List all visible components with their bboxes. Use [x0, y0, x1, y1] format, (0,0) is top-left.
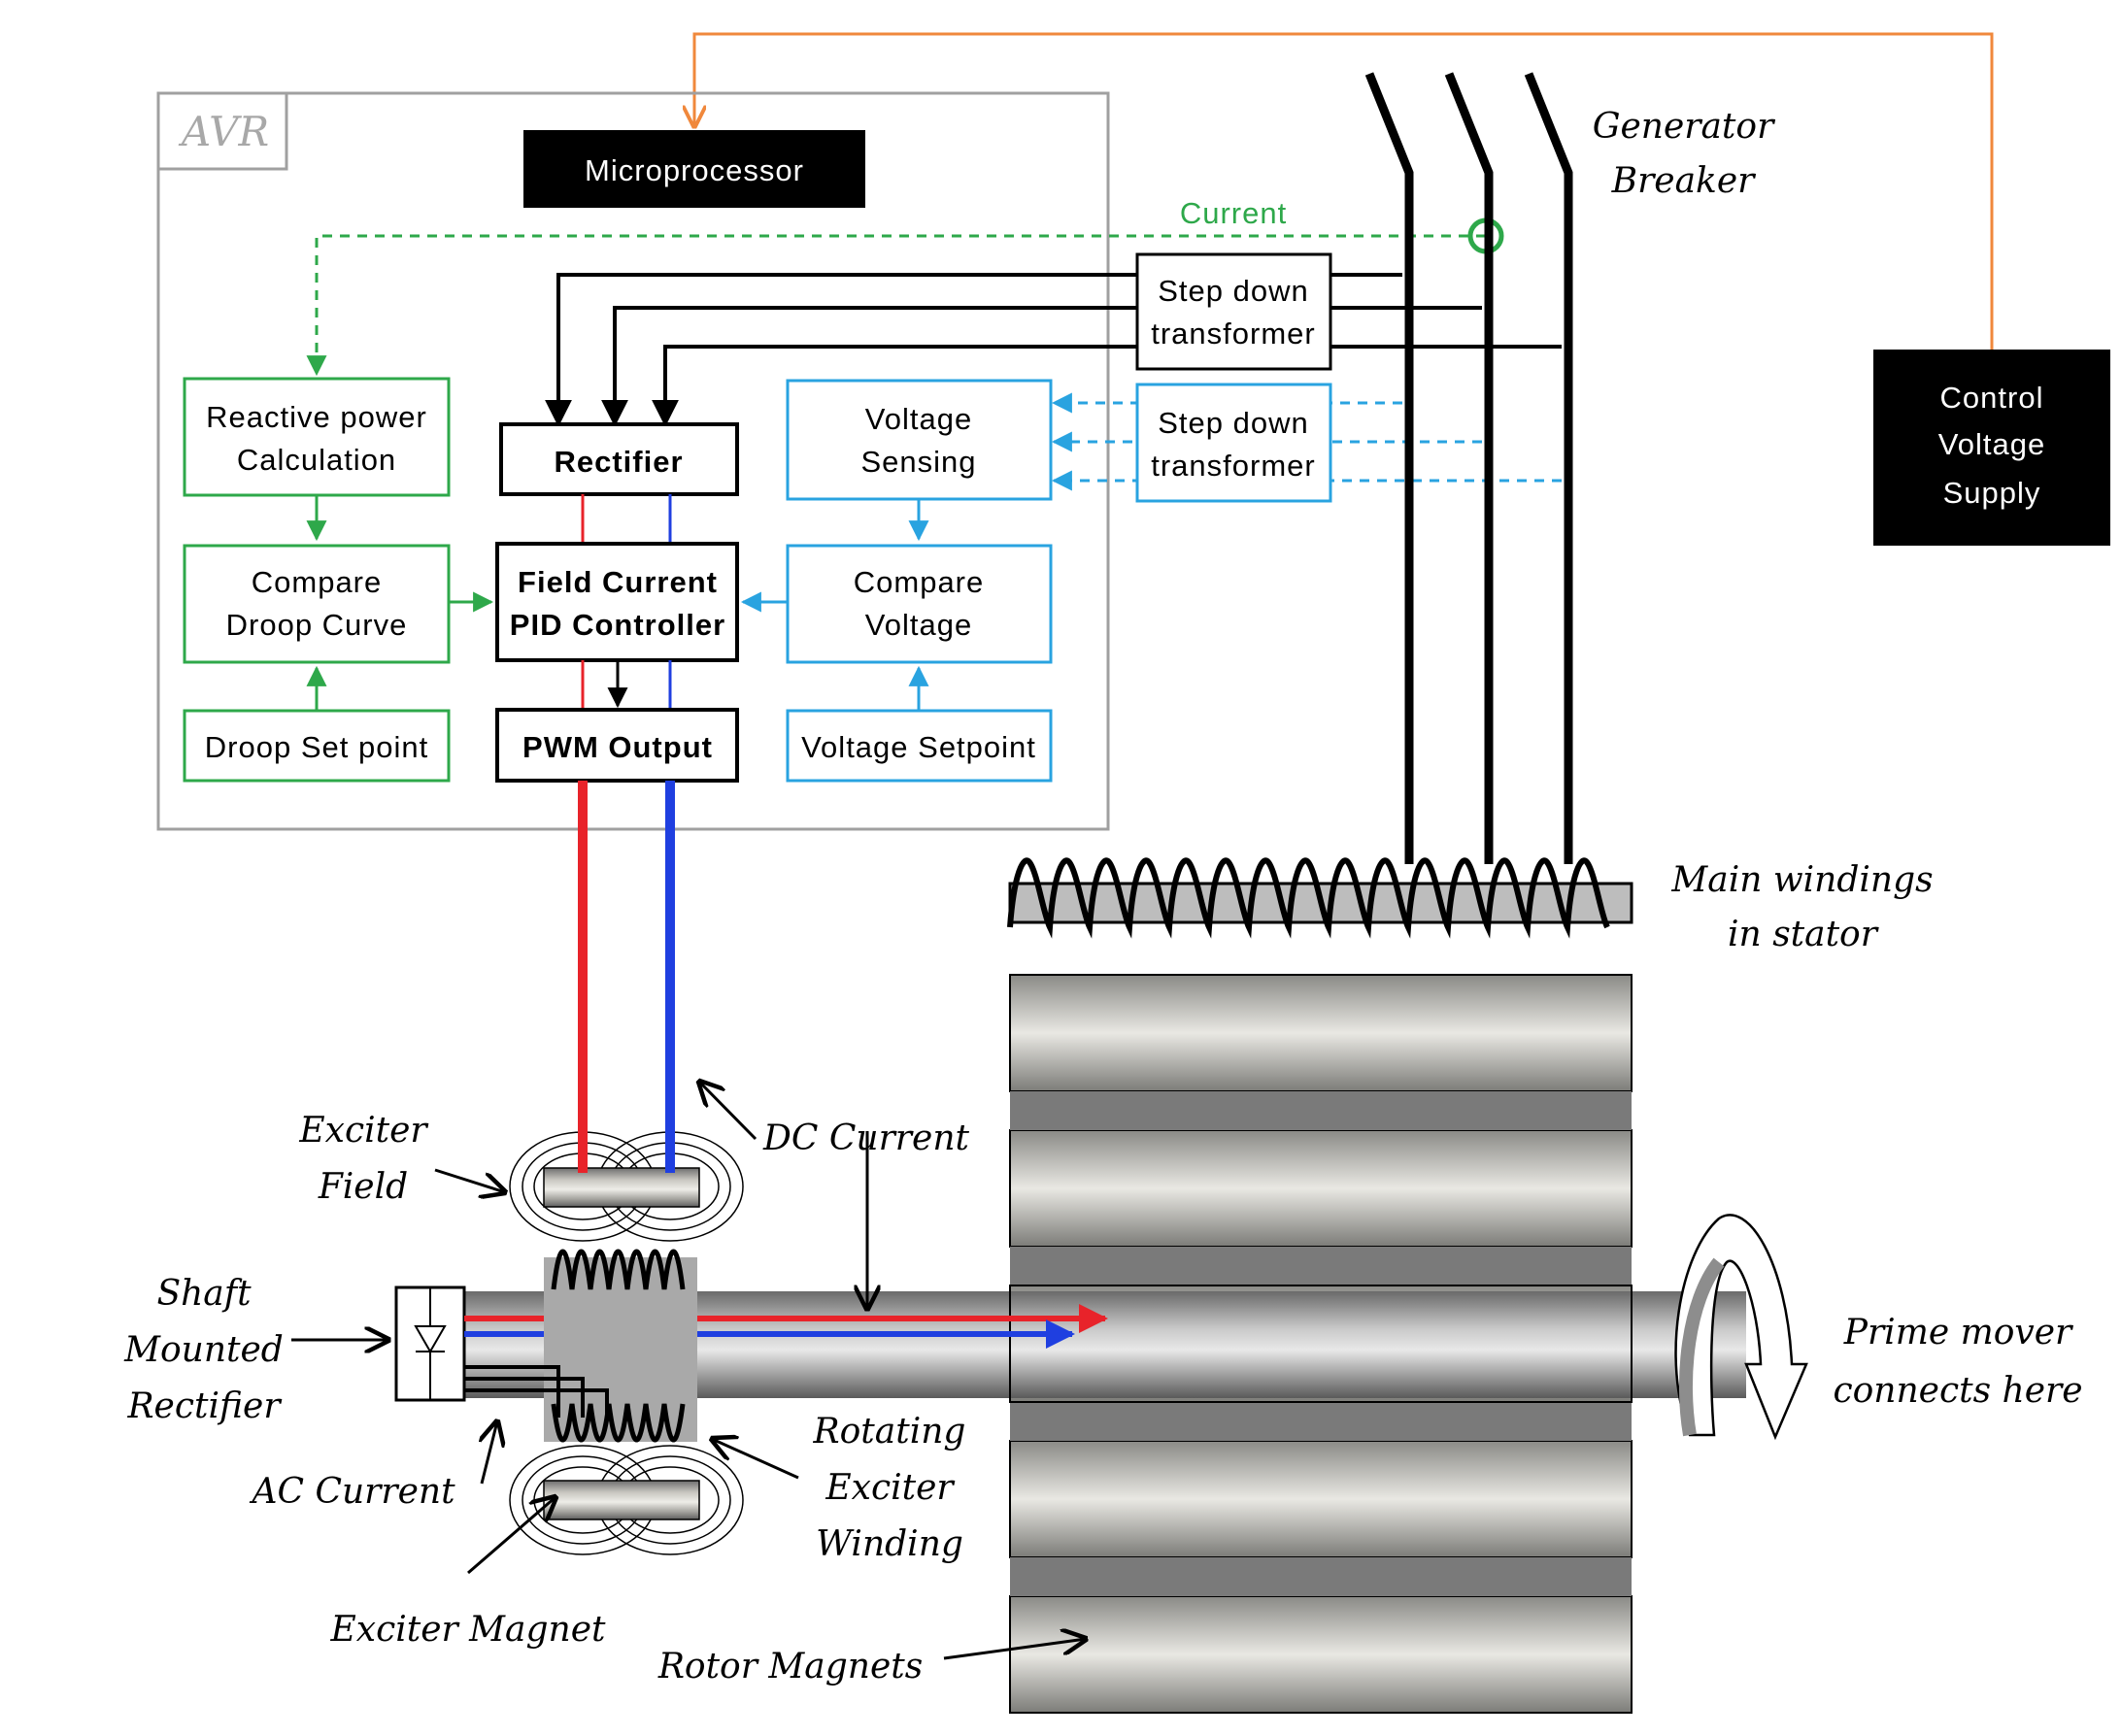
svg-text:Mounted: Mounted [123, 1330, 284, 1370]
step-down-transformer-bottom: Step down transformer [1135, 383, 1332, 503]
droop-setpoint-block[interactable]: Droop Set point [183, 709, 451, 783]
rotating-exciter-winding [544, 1249, 697, 1443]
annotation-arrows [291, 1082, 1086, 1660]
rectifier-label: Rectifier [554, 445, 683, 479]
pid-line2: PID Controller [510, 608, 725, 642]
shaft-rectifier-label: Shaft Mounted Rectifier [123, 1274, 284, 1426]
cvs-line2: Voltage [1938, 427, 2045, 461]
transformer-top-line2: transformer [1151, 317, 1315, 351]
compare-droop-line1: Compare [252, 565, 383, 599]
transformer-bottom-line1: Step down [1158, 406, 1309, 440]
exciter-magnet-label: Exciter Magnet [329, 1610, 606, 1650]
svg-text:Main windings: Main windings [1670, 860, 1933, 900]
rotating-winding-label: Rotating Exciter Winding [813, 1412, 966, 1564]
svg-text:Exciter: Exciter [825, 1468, 955, 1508]
voltage-sensing-block[interactable]: Voltage Sensing [786, 379, 1053, 501]
svg-text:Prime mover: Prime mover [1843, 1313, 2073, 1352]
diode-icon [414, 1325, 447, 1354]
voltage-sensing-line1: Voltage [865, 402, 972, 436]
generator-breaker[interactable] [1364, 72, 1573, 864]
ac-wires [464, 1365, 609, 1418]
compare-droop-block[interactable]: Compare Droop Curve [183, 544, 451, 664]
prime-mover-rotation-icon [1674, 1214, 1808, 1441]
current-label: Current [1180, 196, 1287, 230]
pid-line1: Field Current [518, 565, 718, 599]
avr-panel: AVR [156, 91, 1110, 831]
droop-setpoint-label: Droop Set point [205, 730, 428, 764]
prime-mover-label: Prime mover connects here [1833, 1313, 2082, 1411]
control-voltage-line [694, 32, 1994, 350]
reactive-power-block[interactable]: Reactive power Calculation [183, 377, 451, 497]
generator-breaker-label: Generator Breaker [1593, 107, 1775, 201]
svg-text:Generator: Generator [1593, 107, 1775, 147]
exciter-magnet [509, 1445, 744, 1555]
svg-text:Rotating: Rotating [813, 1412, 966, 1452]
voltage-sensing-line2: Sensing [860, 445, 976, 479]
compare-voltage-block[interactable]: Compare Voltage [786, 544, 1053, 664]
microprocessor-label: Microprocessor [585, 153, 804, 187]
ac-current-label: AC Current [249, 1472, 455, 1512]
step-down-transformer-top: Step down transformer [1135, 252, 1332, 371]
exciter-field-label: Exciter Field [298, 1111, 428, 1207]
main-windings-label: Main windings in stator [1670, 860, 1933, 954]
svg-text:in stator: in stator [1728, 915, 1879, 954]
voltage-setpoint-label: Voltage Setpoint [801, 730, 1036, 764]
control-voltage-supply-block[interactable]: Control Voltage Supply [1873, 350, 2110, 546]
avr-label: AVR [178, 108, 269, 155]
pwm-label: PWM Output [522, 730, 713, 764]
reactive-line2: Calculation [237, 443, 396, 477]
pwm-output-block[interactable]: PWM Output [495, 708, 739, 783]
shaft-mounted-rectifier [394, 1285, 466, 1402]
svg-text:connects here: connects here [1833, 1371, 2082, 1411]
svg-text:Rectifier: Rectifier [126, 1386, 282, 1426]
main-windings-stator [1007, 857, 1633, 939]
compare-voltage-line1: Compare [854, 565, 985, 599]
rotor-magnets-label: Rotor Magnets [657, 1647, 923, 1686]
cvs-line3: Supply [1943, 476, 2041, 510]
svg-text:Breaker: Breaker [1611, 161, 1757, 201]
compare-voltage-line2: Voltage [865, 608, 972, 642]
reactive-line1: Reactive power [206, 400, 427, 434]
voltage-setpoint-block[interactable]: Voltage Setpoint [786, 709, 1053, 783]
exciter-field [509, 1131, 744, 1242]
svg-text:Exciter: Exciter [298, 1111, 428, 1151]
svg-text:Winding: Winding [816, 1524, 963, 1564]
cvs-line1: Control [1940, 381, 2044, 415]
compare-droop-line2: Droop Curve [226, 608, 408, 642]
transformer-bottom-line2: transformer [1151, 449, 1315, 483]
svg-text:Shaft: Shaft [156, 1274, 252, 1314]
rectifier-block[interactable]: Rectifier [499, 422, 739, 496]
microprocessor-block[interactable]: Microprocessor [523, 130, 865, 208]
pid-controller-block[interactable]: Field Current PID Controller [495, 542, 739, 662]
shaft-core-overlay [1009, 1285, 1633, 1403]
svg-text:Field: Field [318, 1167, 408, 1207]
dc-current-label: DC Current [762, 1118, 969, 1158]
transformer-top-line1: Step down [1158, 274, 1309, 308]
